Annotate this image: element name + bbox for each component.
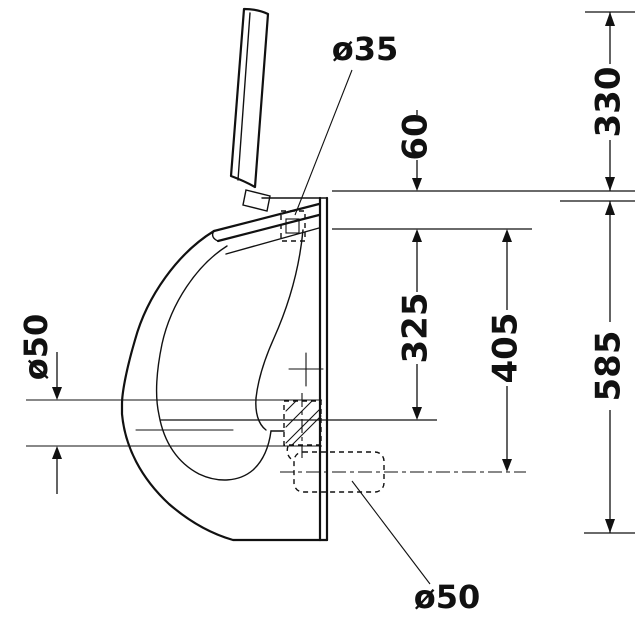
lid-hinge: [242, 189, 271, 212]
dim-dia50-arrow-up: [52, 446, 62, 459]
lid-inner-edge: [237, 12, 251, 181]
dim-325-arrow-top: [412, 229, 422, 242]
dia35-label: ø35: [332, 30, 399, 68]
dia35-leader-line: [294, 69, 353, 216]
siphon-trap: [280, 445, 526, 493]
sump-to-outlet: [255, 397, 267, 431]
dim-405-arrow-top: [502, 229, 512, 242]
inlet-spud-detail: [285, 218, 300, 234]
dim-dia50-side-label: ø50: [17, 314, 55, 381]
dim-585-label: 585: [589, 331, 629, 402]
dim-325-label: 325: [396, 293, 436, 364]
dim-585-arrow-bottom: [605, 519, 615, 533]
dim-330-arrow-bottom: [605, 177, 615, 191]
dim-585-arrow-top: [605, 201, 615, 215]
inlet-spud-hidden-outline: [280, 210, 306, 242]
ceramic-body: [120, 229, 322, 542]
trap-inlet-bend: [286, 445, 295, 462]
seat-top-line: [212, 202, 321, 233]
dim-405-label: 405: [486, 313, 526, 384]
callout-dia50-drain: ø50: [351, 480, 481, 616]
flush-channel-rear: [255, 229, 304, 399]
dimension-325: 325: [396, 229, 436, 420]
dim-60-label: 60: [396, 113, 436, 160]
dimension-dia50-side: ø50: [17, 314, 62, 494]
fixing-hole-crosshair: [288, 352, 324, 387]
dim-330-arrow-top: [605, 12, 615, 26]
bowl-inner-profile: [155, 245, 272, 481]
dimension-60: 60: [396, 110, 436, 191]
dia50-drain-label: ø50: [414, 578, 481, 616]
dimension-330: 330: [589, 12, 629, 191]
flush-inlet-spud: [280, 210, 306, 242]
outlet-hatch-4: [285, 400, 297, 412]
outlet-hatch-1: [285, 408, 321, 444]
extension-lines: [26, 11, 635, 534]
body-outer-profile: [120, 229, 322, 542]
dimension-585: 585: [589, 201, 629, 533]
dim-325-arrow-bottom: [412, 407, 422, 420]
lid-outline: [229, 7, 270, 189]
dim-60-arrow: [412, 178, 422, 191]
outlet-spud: [283, 393, 322, 458]
callout-dia35: ø35: [294, 30, 399, 216]
dim-405-arrow-bottom: [502, 459, 512, 472]
outlet-hatch-3: [291, 415, 322, 446]
outlet-hatch-2: [285, 400, 313, 428]
seat-bottom-line: [216, 213, 321, 243]
lid-open: [229, 7, 271, 212]
dim-330-label: 330: [589, 67, 629, 138]
dimension-405: 405: [486, 229, 526, 472]
dia50-drain-leader-line: [351, 480, 431, 585]
rim-inner-line: [225, 227, 320, 255]
dim-dia50-arrow-down: [52, 387, 62, 400]
